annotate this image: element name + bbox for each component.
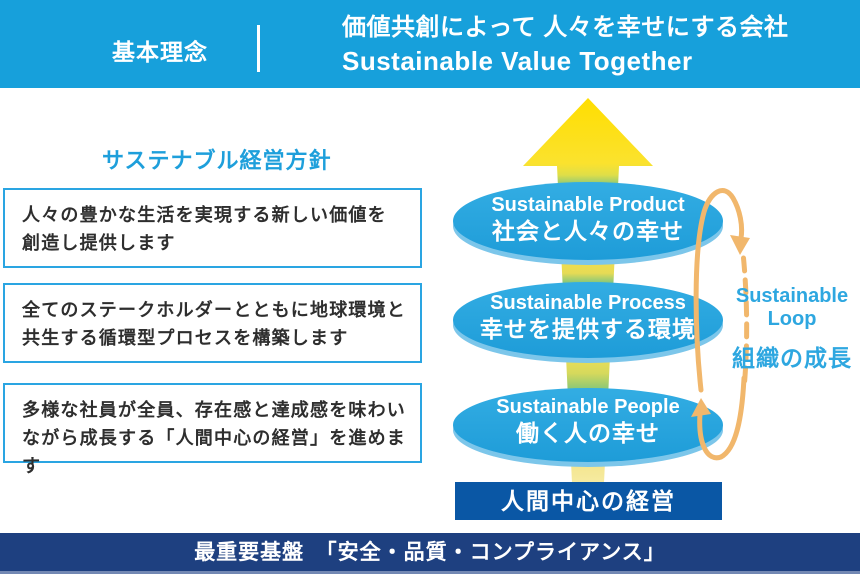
header-title-english: Sustainable Value Together	[342, 46, 693, 76]
level-people-jp: 働く人の幸せ	[516, 420, 660, 446]
base-management-box: 人間中心の経営	[455, 482, 722, 520]
header-label: 基本理念	[112, 39, 208, 65]
policy-box-1-line1: 人々の豊かな生活を実現する新しい価値を	[22, 205, 387, 225]
loop-caption-jp: 組織の成長	[732, 345, 852, 371]
loop-caption: Sustainable Loop 組織の成長	[718, 285, 860, 373]
loop-caption-en-line2: Loop	[767, 308, 817, 330]
level-people-en: Sustainable People	[496, 396, 680, 418]
level-label-product: Sustainable Product 社会と人々の幸せ	[438, 193, 738, 246]
policy-heading: サステナブル経営方針	[102, 148, 332, 173]
level-label-process: Sustainable Process 幸せを提供する環境	[438, 291, 738, 344]
header-title-japanese: 価値共創によって 人々を幸せにする会社	[342, 14, 789, 41]
level-product-en: Sustainable Product	[491, 194, 685, 216]
policy-box-3-line2: ながら成長する「人間中心の経営」を進めます	[22, 428, 406, 476]
level-product-jp: 社会と人々の幸せ	[492, 218, 684, 244]
policy-box-3-line1: 多様な社員が全員、存在感と達成感を味わい	[22, 400, 406, 420]
policy-box-2-line1: 全てのステークホルダーとともに地球環境と	[22, 300, 406, 320]
level-label-people: Sustainable People 働く人の幸せ	[438, 395, 738, 448]
header-titles: 価値共創によって 人々を幸せにする会社 Sustainable Value To…	[342, 13, 789, 77]
level-process-en: Sustainable Process	[490, 292, 686, 314]
header-divider	[257, 25, 260, 72]
policy-box-2: 全てのステークホルダーとともに地球環境と 共生する循環型プロセスを構築します	[3, 283, 422, 363]
policy-box-1-line2: 創造し提供します	[22, 233, 176, 253]
policy-box-1: 人々の豊かな生活を実現する新しい価値を 創造し提供します	[3, 188, 422, 268]
footer-edge-strip	[0, 571, 860, 574]
policy-box-2-line2: 共生する循環型プロセスを構築します	[22, 328, 349, 348]
level-process-jp: 幸せを提供する環境	[480, 316, 696, 342]
footer-banner: 最重要基盤 「安全・品質・コンプライアンス」	[0, 533, 860, 574]
loop-caption-en-line1: Sustainable	[735, 285, 849, 307]
header-banner: 基本理念 価値共創によって 人々を幸せにする会社 Sustainable Val…	[0, 0, 860, 88]
policy-box-3: 多様な社員が全員、存在感と達成感を味わい ながら成長する「人間中心の経営」を進め…	[3, 383, 422, 476]
